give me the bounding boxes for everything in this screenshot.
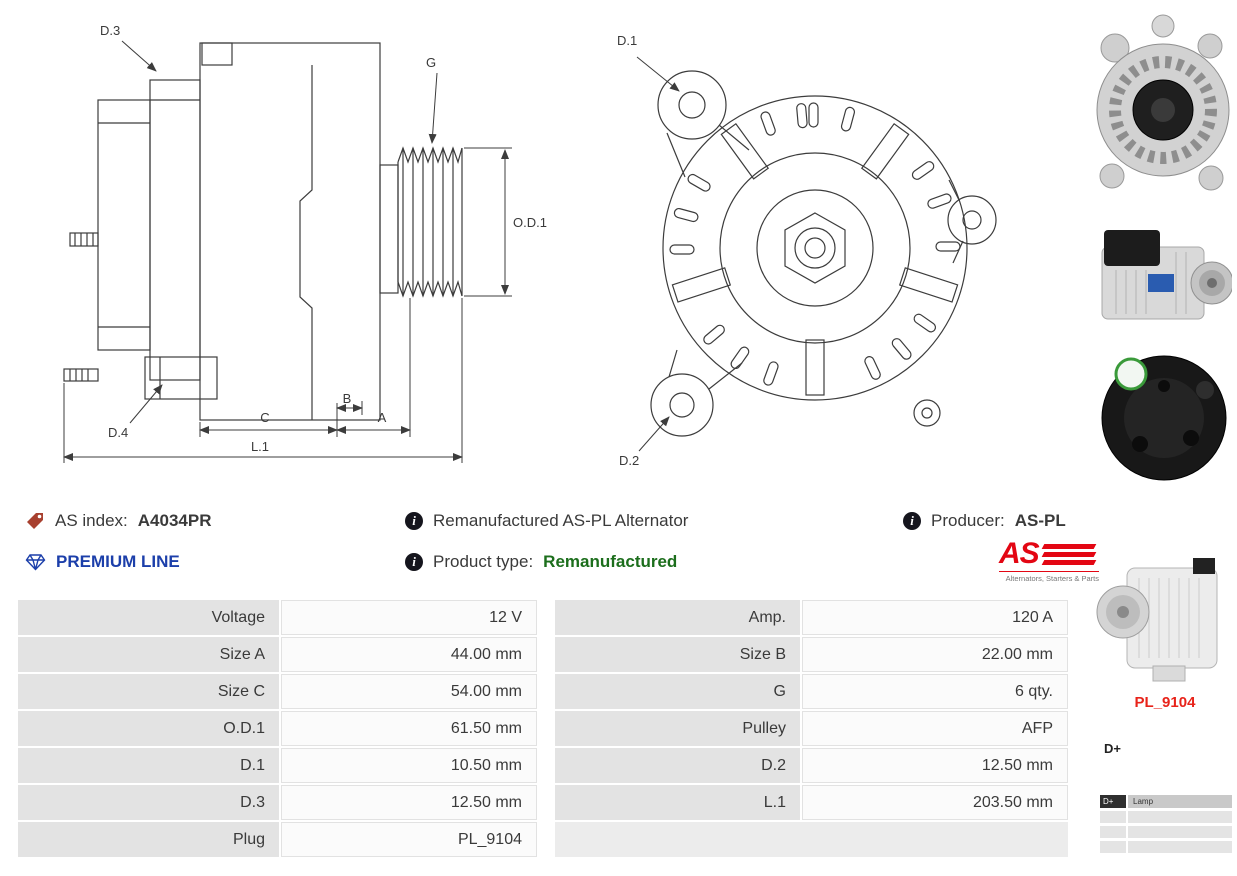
spec-value: 120 A xyxy=(802,600,1068,635)
spec-label: Size C xyxy=(18,674,279,709)
pinout-empty-row xyxy=(1100,811,1232,823)
dim-label-l1: L.1 xyxy=(251,439,269,454)
info-icon: i xyxy=(903,512,921,530)
product-type-row: i Product type: Remanufactured xyxy=(405,552,677,572)
product-photo-front xyxy=(1090,8,1237,213)
producer-label: Producer: xyxy=(931,511,1005,530)
spec-label: Voltage xyxy=(18,600,279,635)
as-index-row: AS index: A4034PR xyxy=(25,511,211,531)
spec-label: O.D.1 xyxy=(18,711,279,746)
producer-row: i Producer: AS-PL xyxy=(903,511,1066,531)
spec-label: Amp. xyxy=(555,600,800,635)
spec-value: 12 V xyxy=(281,600,537,635)
premium-line-row: PREMIUM LINE xyxy=(25,552,180,572)
table-gap xyxy=(539,674,553,709)
spec-label: L.1 xyxy=(555,785,800,820)
front-view-drawing: D.1 D.2 xyxy=(617,33,997,468)
spec-value: 6 qty. xyxy=(802,674,1068,709)
table-gap xyxy=(539,711,553,746)
spec-value: 10.50 mm xyxy=(281,748,537,783)
as-index-value: A4034PR xyxy=(137,511,212,530)
logo-text: AS xyxy=(999,537,1040,570)
side-view-drawing: D.3 G O.D.1 D.4 C B A L.1 xyxy=(63,23,547,463)
spec-label: G xyxy=(555,674,800,709)
info-icon: i xyxy=(405,553,423,571)
diamond-icon xyxy=(25,554,46,571)
info-icon: i xyxy=(405,512,423,530)
spec-value: 22.00 mm xyxy=(802,637,1068,672)
dim-label-d2: D.2 xyxy=(619,453,639,468)
spec-label: D.2 xyxy=(555,748,800,783)
spec-value: 12.50 mm xyxy=(281,785,537,820)
table-gap xyxy=(539,637,553,672)
pinout-empty-row xyxy=(1100,826,1232,838)
spec-table: Voltage 12 V Amp. 120 A Size A 44.00 mm … xyxy=(18,600,1068,857)
spec-label: Plug xyxy=(18,822,279,857)
logo-stripes-icon xyxy=(1041,544,1097,568)
logo-tagline: Alternators, Starters & Parts xyxy=(999,571,1099,583)
spec-empty-cell xyxy=(555,822,1068,857)
product-type-label: Product type: xyxy=(433,552,534,571)
pinout-pin-desc: Lamp xyxy=(1128,795,1232,808)
producer-value: AS-PL xyxy=(1014,511,1066,530)
spec-label: D.3 xyxy=(18,785,279,820)
table-gap xyxy=(539,600,553,635)
as-index-label: AS index: xyxy=(55,511,128,530)
product-photo-side xyxy=(1092,222,1234,339)
table-gap xyxy=(539,785,553,820)
spec-value: 54.00 mm xyxy=(281,674,537,709)
dim-label-d4: D.4 xyxy=(108,425,128,440)
tag-icon xyxy=(27,513,43,529)
dim-label-a: A xyxy=(378,410,387,425)
dim-label-g: G xyxy=(426,55,436,70)
dim-label-od1: O.D.1 xyxy=(513,215,547,230)
spec-label: Size B xyxy=(555,637,800,672)
pinout-pin: D+ xyxy=(1100,795,1126,808)
product-type-value: Remanufactured xyxy=(543,552,678,571)
spec-label: Size A xyxy=(18,637,279,672)
pinout-empty-row xyxy=(1100,841,1232,853)
dim-label-b: B xyxy=(343,391,352,406)
dim-label-d1: D.1 xyxy=(617,33,637,48)
table-gap xyxy=(539,822,553,857)
dim-label-d3: D.3 xyxy=(100,23,120,38)
spec-value: PL_9104 xyxy=(281,822,537,857)
dim-label-c: C xyxy=(260,410,269,425)
spec-value: 203.50 mm xyxy=(802,785,1068,820)
terminal-label: D+ xyxy=(1104,741,1121,756)
spec-value: 12.50 mm xyxy=(802,748,1068,783)
spec-value: 61.50 mm xyxy=(281,711,537,746)
spec-label: Pulley xyxy=(555,711,800,746)
product-photo-rear xyxy=(1095,348,1233,491)
spec-value: 44.00 mm xyxy=(281,637,537,672)
description-row: i Remanufactured AS-PL Alternator xyxy=(405,511,688,531)
plug-code: PL_9104 xyxy=(1134,694,1196,711)
spec-value: AFP xyxy=(802,711,1068,746)
description-text: Remanufactured AS-PL Alternator xyxy=(433,511,689,530)
as-pl-logo: AS Alternators, Starters & Parts xyxy=(999,537,1099,583)
pinout-diagram: D+ Lamp xyxy=(1100,795,1232,853)
premium-line-label: PREMIUM LINE xyxy=(56,552,180,571)
spec-label: D.1 xyxy=(18,748,279,783)
product-photo-side-2 xyxy=(1095,548,1230,695)
table-gap xyxy=(539,748,553,783)
